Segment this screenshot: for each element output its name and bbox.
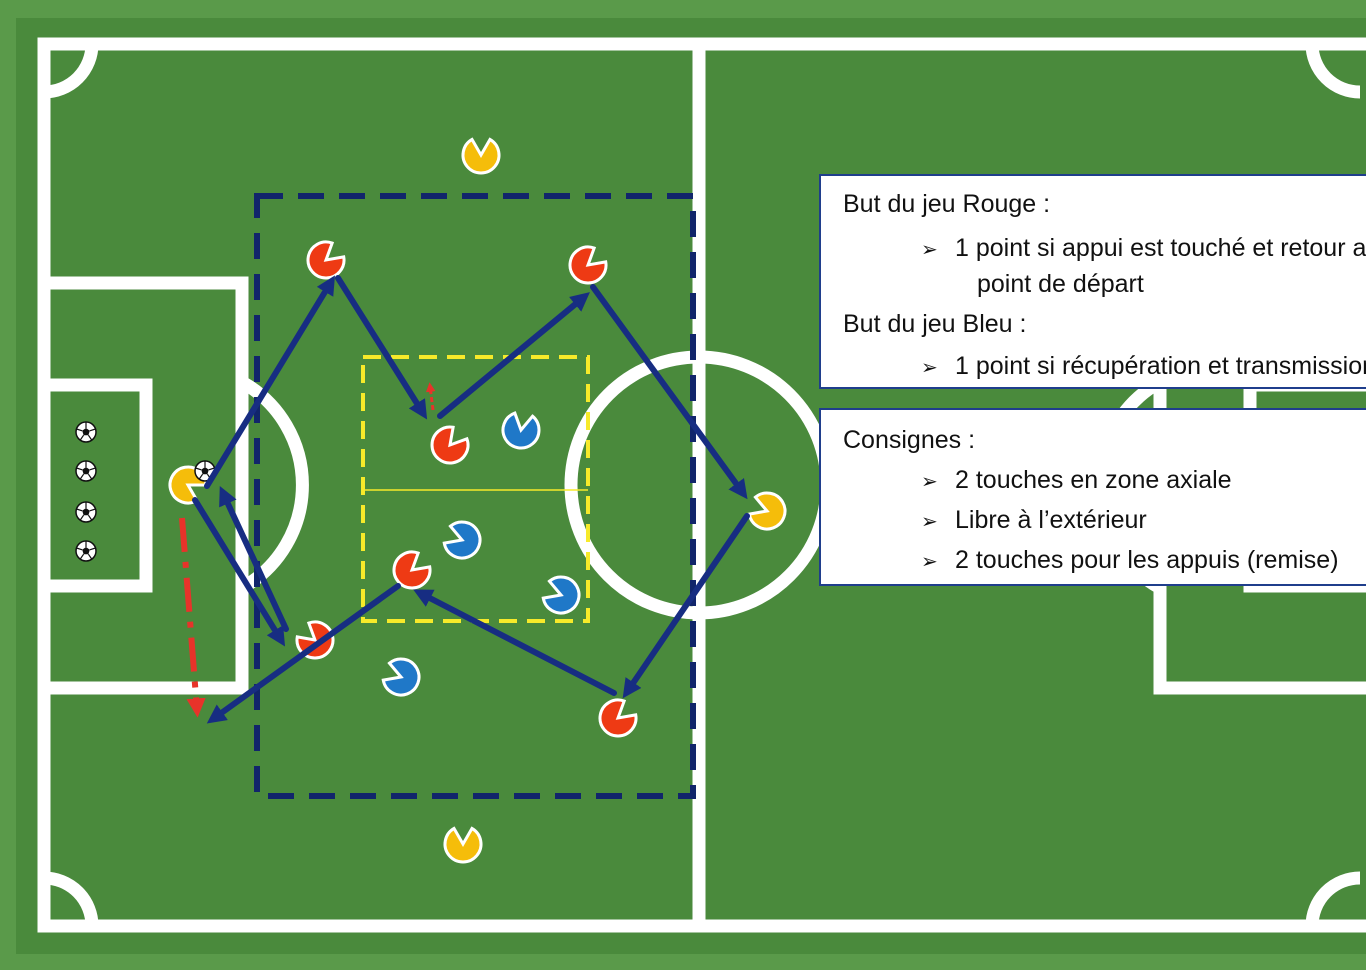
instruction-text: Libre à l’extérieur <box>955 506 1147 534</box>
red-goal-text: 1 point si appui est touché et retour au <box>955 234 1366 262</box>
blue-goal-bullet: ➢1 point si récupération et transmission <box>921 352 1366 381</box>
bullet-arrow-icon: ➢ <box>921 469 955 493</box>
red-goal-title: But du jeu Rouge : <box>843 190 1050 219</box>
instruction-item: ➢Libre à l’extérieur <box>921 506 1147 535</box>
ball-icon <box>76 461 96 481</box>
instruction-item: ➢2 touches pour les appuis (remise) <box>921 546 1339 575</box>
red-goal-bullet: ➢1 point si appui est touché et retour a… <box>921 234 1366 263</box>
bullet-arrow-icon: ➢ <box>921 509 955 533</box>
blue-goal-text: 1 point si récupération et transmission <box>955 352 1366 380</box>
instruction-text: 2 touches en zone axiale <box>955 466 1232 494</box>
ball-icon <box>76 541 96 561</box>
red-goal-text-continued: point de départ <box>977 270 1144 299</box>
bullet-arrow-icon: ➢ <box>921 237 955 261</box>
rules-box: But du jeu Rouge : ➢1 point si appui est… <box>819 174 1366 389</box>
bullet-arrow-icon: ➢ <box>921 355 955 379</box>
instruction-text: 2 touches pour les appuis (remise) <box>955 546 1339 574</box>
ball-icon <box>76 502 96 522</box>
instruction-item: ➢2 touches en zone axiale <box>921 466 1232 495</box>
ball-icon <box>76 422 96 442</box>
instructions-box: Consignes : ➢2 touches en zone axiale ➢L… <box>819 408 1366 586</box>
instructions-title: Consignes : <box>843 426 975 455</box>
blue-goal-title: But du jeu Bleu : <box>843 310 1026 339</box>
bullet-arrow-icon: ➢ <box>921 549 955 573</box>
